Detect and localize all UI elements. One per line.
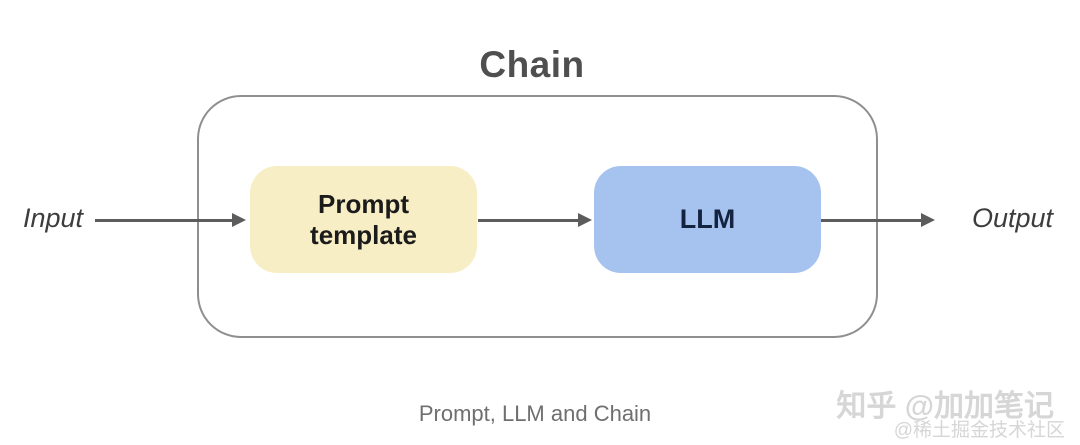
watermark-zhihu: 知乎 @加加笔记 bbox=[836, 390, 1054, 423]
watermark-juejin: @稀土掘金技术社区 bbox=[893, 420, 1065, 441]
node-llm-label: LLM bbox=[679, 204, 736, 234]
diagram-title: Chain bbox=[479, 44, 585, 85]
input-label: Input bbox=[23, 203, 84, 233]
arrow-input-to-prompt-icon bbox=[95, 213, 246, 227]
arrow-prompt-to-llm-icon bbox=[478, 213, 592, 227]
output-label: Output bbox=[972, 203, 1054, 233]
node-llm: LLM bbox=[594, 166, 821, 273]
node-prompt-template-label: Prompt template bbox=[310, 188, 417, 250]
node-prompt-template: Prompt template bbox=[250, 166, 477, 273]
arrow-llm-to-output-icon bbox=[821, 213, 935, 227]
diagram-caption: Prompt, LLM and Chain bbox=[418, 401, 652, 426]
